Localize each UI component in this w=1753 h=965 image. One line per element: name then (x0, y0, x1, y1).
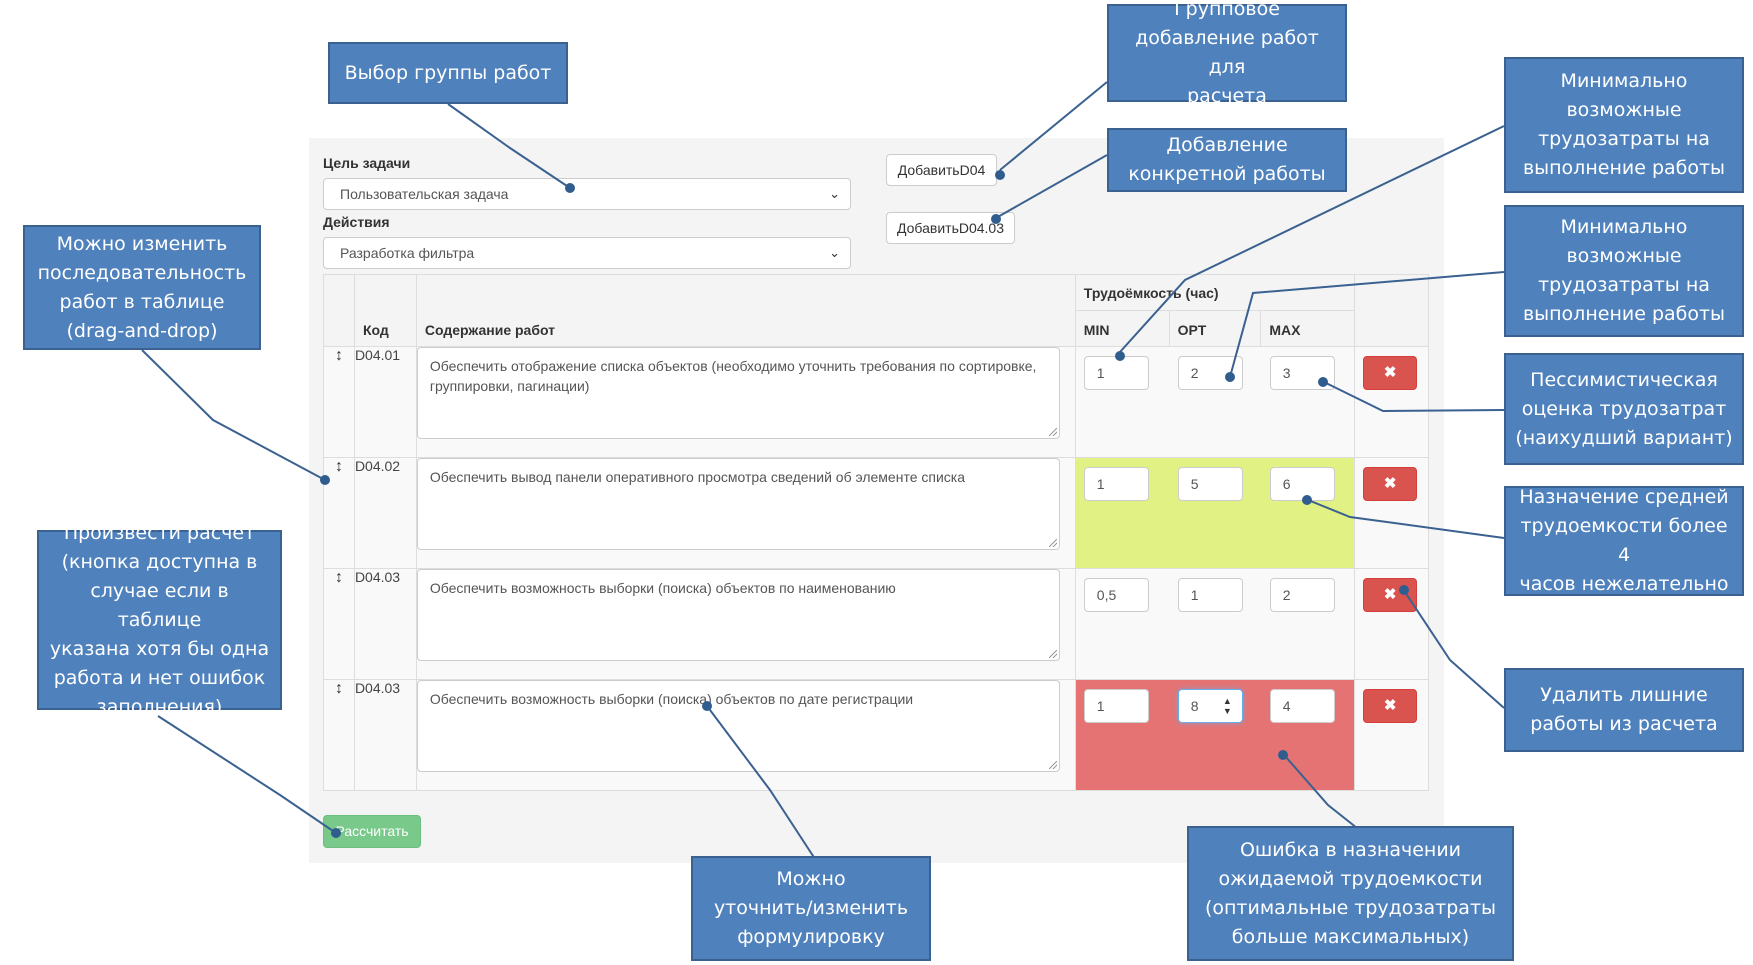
work-content-textarea[interactable]: Обеспечить возможность выборки (поиска) … (416, 680, 1060, 772)
calculate-button[interactable]: Рассчитать (323, 815, 421, 848)
effort-header: Трудоёмкость (час) (1074, 274, 1356, 311)
opt-input-value: 8 (1190, 698, 1199, 714)
max-input[interactable]: 4 (1269, 689, 1335, 723)
effort-cell: 1 2 3 (1074, 346, 1356, 458)
actions-select-value: Разработка фильтра (340, 245, 475, 261)
table-row: ↕ D04.03 Обеспечить возможность выборки … (323, 679, 1429, 791)
resize-grip-icon[interactable] (1048, 761, 1057, 769)
work-code: D04.03 (353, 679, 417, 791)
effort-cell-warning: 1 5 6 (1074, 457, 1356, 569)
work-content-text: Обеспечить отображение списка объектов (… (429, 358, 1037, 394)
effort-cell: 0,5 1 2 (1074, 568, 1356, 680)
max-input[interactable]: 6 (1269, 467, 1335, 501)
work-code: D04.02 (353, 457, 417, 569)
delete-cell: ✖ (1354, 346, 1429, 458)
resize-grip-icon[interactable] (1048, 428, 1057, 436)
work-code: D04.03 (353, 568, 417, 680)
delete-button[interactable]: ✖ (1363, 578, 1418, 612)
delete-button[interactable]: ✖ (1363, 356, 1418, 390)
goal-select[interactable]: Пользовательская задача ⌄ (323, 178, 851, 210)
min-input[interactable]: 1 (1083, 689, 1149, 723)
delete-cell: ✖ (1354, 568, 1429, 680)
callout-calculate: Произвести расчет (кнопка доступна в слу… (37, 522, 282, 718)
max-header: MAX (1260, 310, 1356, 347)
actions-select[interactable]: Разработка фильтра ⌄ (323, 237, 851, 269)
table-row: ↕ D04.03 Обеспечить возможность выборки … (323, 568, 1429, 680)
opt-input[interactable]: 5 (1177, 467, 1243, 501)
callout-reorder: Можно изменить последовательность работ … (23, 225, 261, 350)
callout-single-add: Добавление конкретной работы (1107, 128, 1347, 192)
min-header: MIN (1074, 310, 1170, 347)
delete-button[interactable]: ✖ (1363, 689, 1418, 723)
max-input[interactable]: 3 (1269, 356, 1335, 390)
add-group-button[interactable]: ДобавитьD04 (886, 154, 997, 186)
actions-header (1354, 274, 1429, 347)
chevron-down-icon: ⌄ (829, 245, 840, 260)
code-header: Код (353, 274, 417, 347)
table-row: ↕ D04.02 Обеспечить вывод панели операти… (323, 457, 1429, 569)
opt-input[interactable]: 2 (1177, 356, 1243, 390)
content-cell: Обеспечить вывод панели оперативного про… (415, 457, 1076, 569)
min-input[interactable]: 1 (1083, 467, 1149, 501)
goal-select-value: Пользовательская задача (340, 186, 509, 202)
callout-pessimistic: Пессимистическая оценка трудозатрат (наи… (1504, 353, 1744, 465)
min-input[interactable]: 0,5 (1083, 578, 1149, 612)
callout-delete-extra: Удалить лишние работы из расчета (1504, 668, 1744, 752)
work-content-textarea[interactable]: Обеспечить отображение списка объектов (… (416, 347, 1060, 439)
content-cell: Обеспечить отображение списка объектов (… (415, 346, 1076, 458)
callout-group-add: Групповое добавление работ для расчета (1107, 0, 1347, 107)
add-item-button[interactable]: ДобавитьD04.03 (886, 212, 1015, 244)
min-input[interactable]: 1 (1083, 356, 1149, 390)
drag-header (323, 274, 355, 347)
works-table: Код Содержание работ Трудоёмкость (час) … (323, 274, 1429, 791)
delete-button[interactable]: ✖ (1363, 467, 1418, 501)
delete-cell: ✖ (1354, 457, 1429, 569)
content-cell: Обеспечить возможность выборки (поиска) … (415, 568, 1076, 680)
max-input[interactable]: 2 (1269, 578, 1335, 612)
content-header: Содержание работ (415, 274, 1076, 347)
callout-select-group: Выбор группы работ (328, 42, 568, 104)
opt-header: OPT (1168, 310, 1262, 347)
table-row: ↕ D04.01 Обеспечить отображение списка о… (323, 346, 1429, 458)
work-content-text: Обеспечить возможность выборки (поиска) … (429, 691, 914, 707)
callout-min-effort: Минимально возможные трудозатраты на вып… (1504, 57, 1744, 193)
effort-cell-error: 1 8 ▲▼ 4 (1074, 679, 1356, 791)
spinner-icon[interactable]: ▲▼ (1222, 696, 1232, 716)
drag-handle-icon[interactable]: ↕ (323, 346, 355, 458)
resize-grip-icon[interactable] (1048, 650, 1057, 658)
delete-cell: ✖ (1354, 679, 1429, 791)
work-content-text: Обеспечить возможность выборки (поиска) … (429, 580, 896, 596)
chevron-down-icon: ⌄ (829, 186, 840, 201)
work-content-text: Обеспечить вывод панели оперативного про… (429, 469, 965, 485)
actions-label: Действия (323, 214, 390, 230)
opt-input[interactable]: 1 (1177, 578, 1243, 612)
goal-label: Цель задачи (323, 155, 411, 171)
drag-handle-icon[interactable]: ↕ (323, 679, 355, 791)
drag-handle-icon[interactable]: ↕ (323, 457, 355, 569)
work-code: D04.01 (353, 346, 417, 458)
callout-opt-effort: Минимально возможные трудозатраты на вып… (1504, 205, 1744, 337)
drag-handle-icon[interactable]: ↕ (323, 568, 355, 680)
work-content-textarea[interactable]: Обеспечить возможность выборки (поиска) … (416, 569, 1060, 661)
callout-edit-text: Можно уточнить/изменить формулировку (691, 856, 931, 961)
opt-input[interactable]: 8 ▲▼ (1177, 689, 1243, 723)
work-content-textarea[interactable]: Обеспечить вывод панели оперативного про… (416, 458, 1060, 550)
callout-avg-warning: Назначение средней трудоемкости более 4 … (1504, 486, 1744, 596)
resize-grip-icon[interactable] (1048, 539, 1057, 547)
callout-error: Ошибка в назначении ожидаемой трудоемкос… (1187, 826, 1514, 961)
content-cell: Обеспечить возможность выборки (поиска) … (415, 679, 1076, 791)
